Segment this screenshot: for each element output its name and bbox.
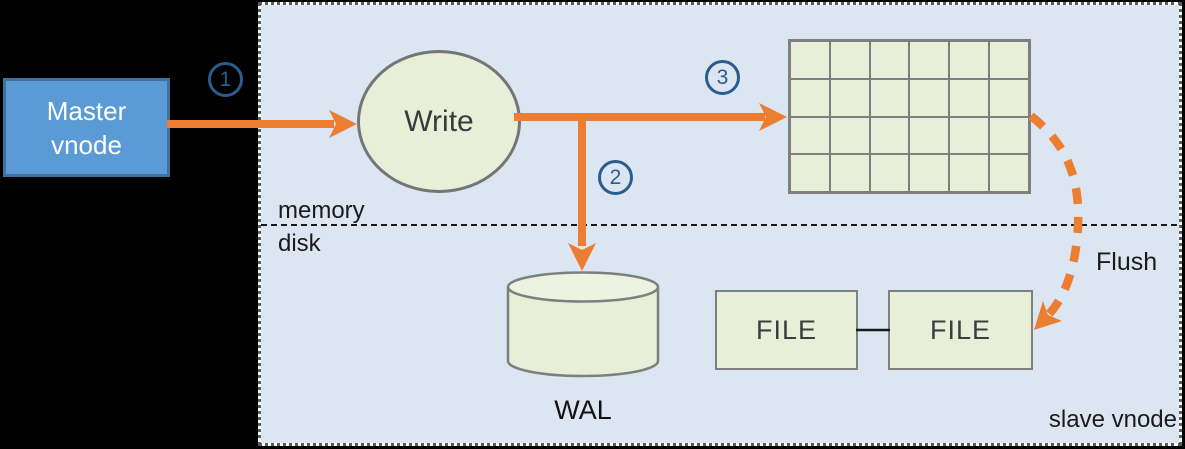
master-vnode-node: Master vnode — [3, 78, 170, 177]
memtable-cell — [829, 41, 870, 79]
memtable-cell — [949, 41, 990, 79]
memory-layer-label: memory — [278, 197, 365, 224]
step-2-badge: 2 — [598, 160, 633, 195]
memtable-cell — [869, 41, 910, 79]
memtable-cell — [949, 116, 990, 155]
memtable-cell — [909, 78, 950, 117]
memtable-cell — [949, 154, 990, 192]
memtable-cell — [829, 116, 870, 155]
file-box-2: FILE — [888, 290, 1033, 370]
memtable-cell — [869, 78, 910, 117]
write-node: Write — [357, 50, 521, 193]
memtable-cell — [989, 78, 1029, 117]
memtable-cell — [829, 78, 870, 117]
memtable-cell — [909, 116, 950, 155]
wal-label: WAL — [554, 395, 612, 425]
slave-vnode-label: slave vnode — [1048, 406, 1177, 433]
memtable-grid — [788, 39, 1031, 194]
master-vnode-label: Master vnode — [46, 95, 127, 160]
write-node-label: Write — [404, 104, 474, 138]
memory-disk-divider — [261, 224, 1177, 226]
step-1-badge: 1 — [208, 62, 243, 97]
memtable-cell — [989, 41, 1029, 79]
file-box-1: FILE — [715, 290, 858, 370]
memtable-cell — [869, 116, 910, 155]
flush-label: Flush — [1096, 248, 1158, 276]
disk-layer-label: disk — [278, 230, 321, 257]
memtable-cell — [829, 154, 870, 192]
memtable-cell — [989, 116, 1029, 155]
file-box-1-label: FILE — [755, 314, 818, 345]
memtable-cell — [790, 116, 830, 155]
memtable-cell — [790, 41, 830, 79]
file-box-2-label: FILE — [929, 314, 992, 345]
step-3-badge: 3 — [705, 60, 740, 95]
memtable-cell — [989, 154, 1029, 192]
memtable-cell — [790, 154, 830, 192]
memtable-cell — [909, 41, 950, 79]
memtable-cell — [869, 154, 910, 192]
memtable-cell — [790, 78, 830, 117]
memtable-cell — [909, 154, 950, 192]
memtable-cell — [949, 78, 990, 117]
